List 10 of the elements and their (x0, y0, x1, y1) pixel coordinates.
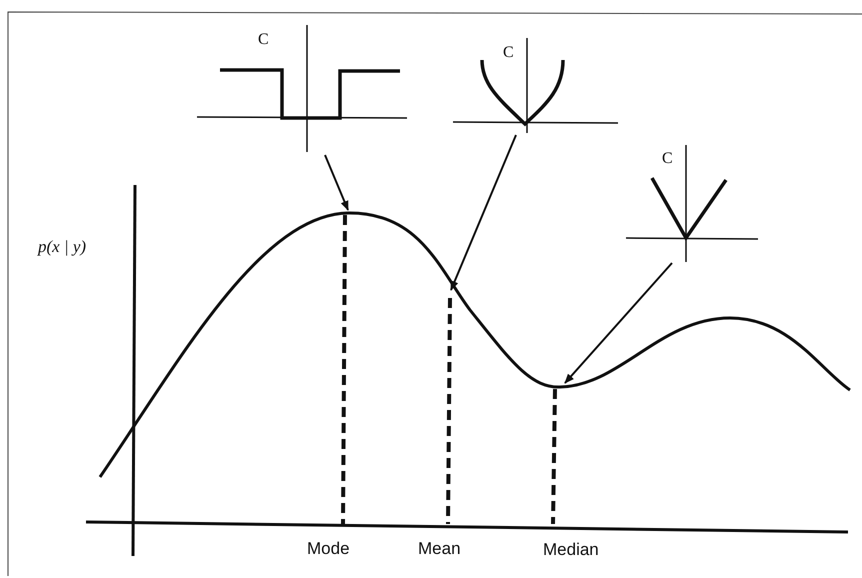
tick-label: Mode (307, 540, 350, 558)
arrow (564, 262, 673, 384)
tick-label: Mean (418, 540, 461, 558)
arrow (450, 134, 517, 291)
tick-label: Median (543, 541, 599, 559)
axis-label: C (662, 151, 673, 167)
axis-label: p(x | y) (38, 238, 86, 256)
arrow (324, 154, 349, 211)
axis-label: C (503, 45, 514, 61)
axis-label: C (258, 32, 269, 48)
